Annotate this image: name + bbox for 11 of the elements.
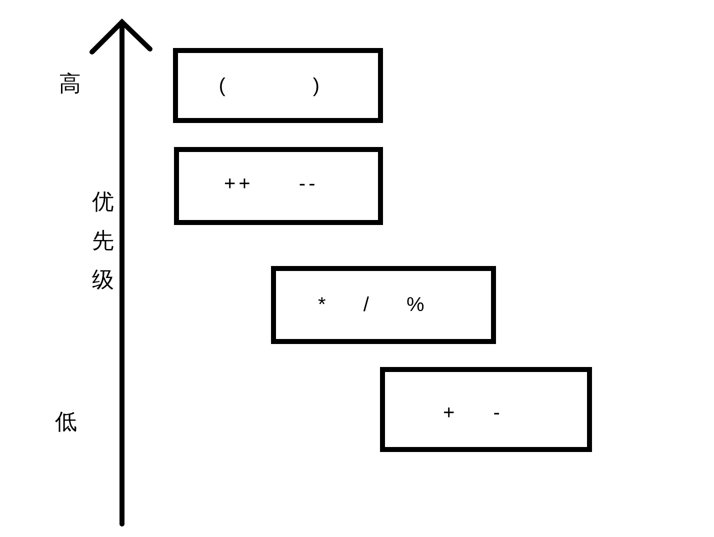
operator-label: + - <box>443 403 500 423</box>
operator-box <box>173 48 383 123</box>
operator-box <box>174 147 383 225</box>
axis-label: 高 <box>59 72 81 98</box>
operator-box <box>271 266 496 344</box>
operator-label: ( ) <box>218 76 320 96</box>
operator-box <box>380 367 592 452</box>
operator-label: ++ -- <box>224 174 318 194</box>
operator-label: * / % <box>318 295 424 315</box>
axis-label: 低 <box>55 410 77 436</box>
axis-label: 优先级 <box>92 189 114 295</box>
